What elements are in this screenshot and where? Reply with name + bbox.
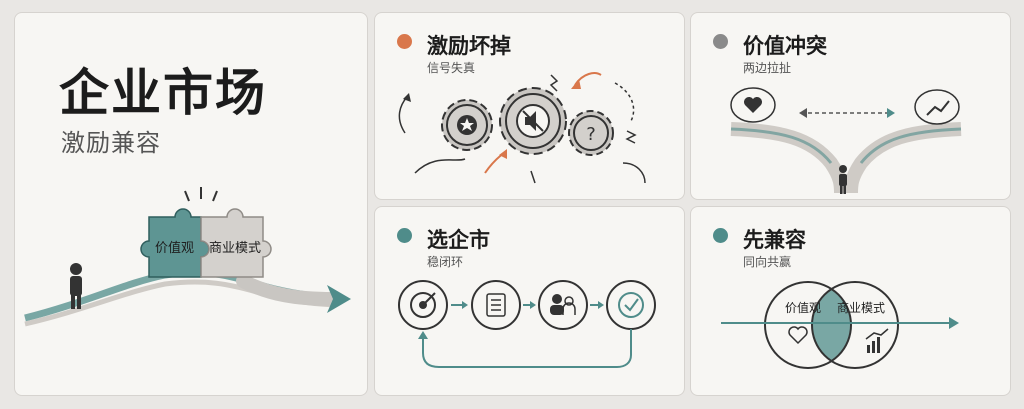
gears-illustration: ? <box>398 72 646 184</box>
mute-gear-icon <box>499 87 567 155</box>
panel-choose: 选企市 稳闭环 <box>374 206 685 396</box>
panel-subtitle: 两边拉扯 <box>743 61 792 75</box>
arrow-head-icon <box>949 317 959 329</box>
svg-text:?: ? <box>586 124 596 145</box>
heart-icon <box>788 326 808 345</box>
main-panel: 企业市场 激励兼容 价值观 商业模式 <box>14 12 368 396</box>
puzzle-label-business-model: 商业模式 <box>209 241 262 256</box>
main-title: 企业市场 <box>59 63 267 122</box>
venn-overlap <box>812 282 851 368</box>
panel-title: 激励坏掉 <box>427 33 511 58</box>
conflict-illustration <box>730 87 962 194</box>
puzzle-illustration <box>24 187 351 327</box>
panel-subtitle: 稳闭环 <box>427 255 464 269</box>
people-icon <box>538 280 588 330</box>
puzzle-piece-gray <box>200 208 272 278</box>
panel-dot <box>397 34 412 49</box>
panel-compat: 先兼容 同向共赢 价值观 商业模式 <box>690 206 1011 396</box>
venn-left-circle <box>764 281 852 369</box>
heart-cloud-icon <box>730 87 776 123</box>
puzzle-label-values: 价值观 <box>155 241 195 256</box>
panel-conflict: 价值冲突 两边拉扯 <box>690 12 1011 200</box>
panel-title: 价值冲突 <box>743 33 827 58</box>
arrow-head-icon <box>327 285 351 313</box>
main-subtitle: 激励兼容 <box>61 129 161 157</box>
target-icon <box>398 280 448 330</box>
venn-label-values: 价值观 <box>785 301 822 315</box>
question-gear-icon: ? <box>568 110 614 156</box>
venn-illustration <box>721 281 959 369</box>
panel-dot <box>397 228 412 243</box>
person-icon <box>70 263 82 309</box>
check-circle-icon <box>606 280 656 330</box>
panel-subtitle: 信号失真 <box>427 61 476 75</box>
venn-right-circle <box>811 281 899 369</box>
panel-title: 先兼容 <box>743 227 806 252</box>
venn-label-business-model: 商业模式 <box>837 301 886 315</box>
panel-dot <box>713 34 728 49</box>
arrow-band <box>236 274 340 306</box>
checklist-icon <box>471 280 521 330</box>
person-icon <box>839 165 847 194</box>
panel-dot <box>713 228 728 243</box>
cycle-illustration <box>398 280 656 368</box>
chart-cloud-icon <box>914 89 960 125</box>
bar-chart-icon <box>865 328 889 353</box>
panel-title: 选企市 <box>427 227 490 252</box>
star-gear-icon <box>441 99 493 151</box>
panel-incentive: 激励坏掉 信号失真 ? <box>374 12 685 200</box>
panel-subtitle: 同向共赢 <box>743 255 792 269</box>
